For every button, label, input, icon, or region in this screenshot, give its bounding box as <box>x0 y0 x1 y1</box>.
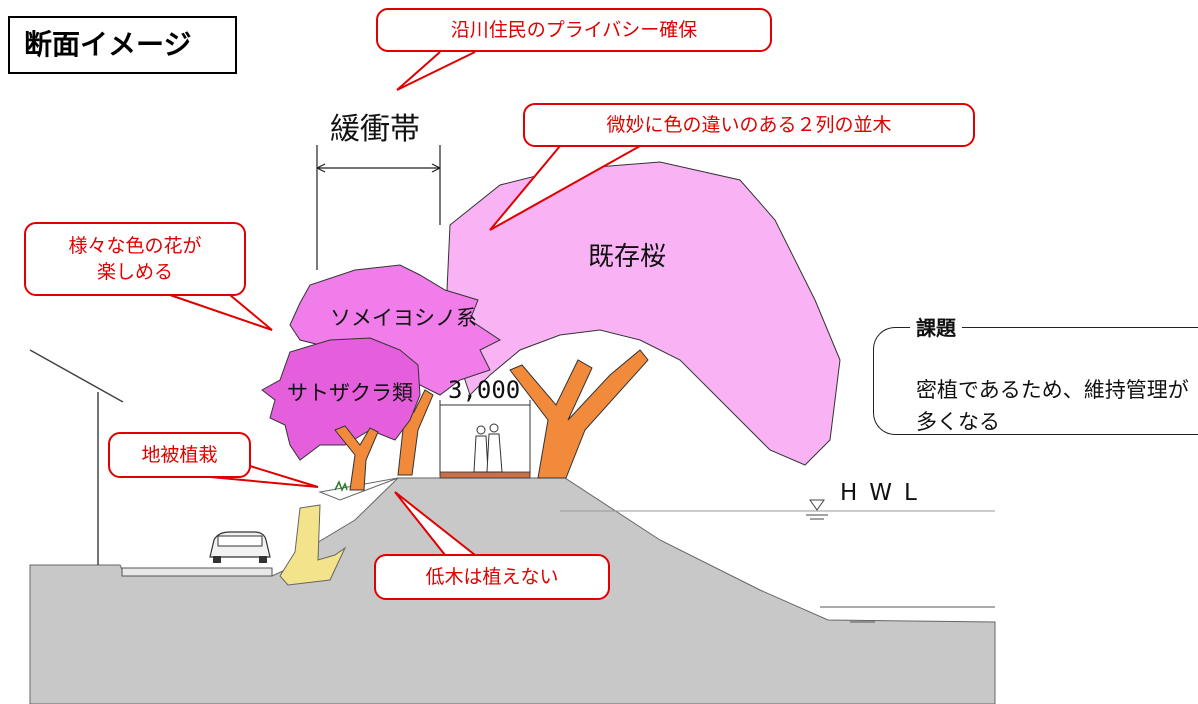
retaining-wall <box>279 504 347 586</box>
callout-flowers: 様々な色の花が 楽しめる <box>24 222 246 296</box>
path-width-dimension: 3,000 <box>448 376 521 404</box>
callout-no-shrubs-text: 低木は植えない <box>425 566 559 588</box>
walking-path <box>439 471 531 479</box>
callout-pointer-privacy <box>396 51 476 91</box>
diagram-title: 断面イメージ <box>8 16 237 74</box>
existing-cherry-canopy <box>446 161 841 466</box>
callout-two-rows: 微妙に色の違いのある２列の並木 <box>523 103 975 147</box>
existing-cherry-trunk <box>509 349 649 479</box>
callout-flowers-line2: 楽しめる <box>96 261 173 283</box>
callout-no-shrubs: 低木は植えない <box>374 554 610 600</box>
callout-pointer-no-shrubs <box>394 491 476 556</box>
satozakura-label: サトザクラ類 <box>287 381 413 405</box>
issue-box <box>873 327 1198 435</box>
car-icon <box>209 531 271 563</box>
ground-cover-plants <box>334 480 348 492</box>
hwl-label: HWL <box>840 480 929 506</box>
pedestrians-icon <box>473 423 503 473</box>
satozakura-canopy <box>261 337 421 461</box>
callout-privacy: 沿川住民のプライバシー確保 <box>376 8 772 52</box>
existing-cherry-label: 既存桜 <box>588 242 667 272</box>
callout-ground-cover: 地被植栽 <box>108 432 251 478</box>
callout-pointer-flowers <box>169 294 273 331</box>
hwl-marker-icon <box>806 499 828 520</box>
callout-flowers-line1: 様々な色の花が <box>68 235 202 257</box>
satozakura-trunk <box>334 425 379 491</box>
house-outline <box>29 349 124 565</box>
buffer-zone-dimension <box>316 145 441 270</box>
issue-text: 密植であるため、維持管理が多くなる <box>916 378 1189 434</box>
road-surface <box>121 567 273 577</box>
callout-two-rows-text: 微妙に色の違いのある２列の並木 <box>606 114 892 136</box>
dimension-bracket-path <box>439 400 531 475</box>
callout-pointer-two-rows <box>489 145 641 231</box>
buffer-zone-label: 緩衝帯 <box>330 112 420 147</box>
someiyoshino-label: ソメイヨシノ系 <box>330 306 477 330</box>
river-bed <box>820 606 995 623</box>
callout-ground-cover-text: 地被植栽 <box>141 444 218 466</box>
issue-heading: 課題 <box>910 312 962 341</box>
callout-privacy-text: 沿川住民のプライバシー確保 <box>450 19 698 41</box>
